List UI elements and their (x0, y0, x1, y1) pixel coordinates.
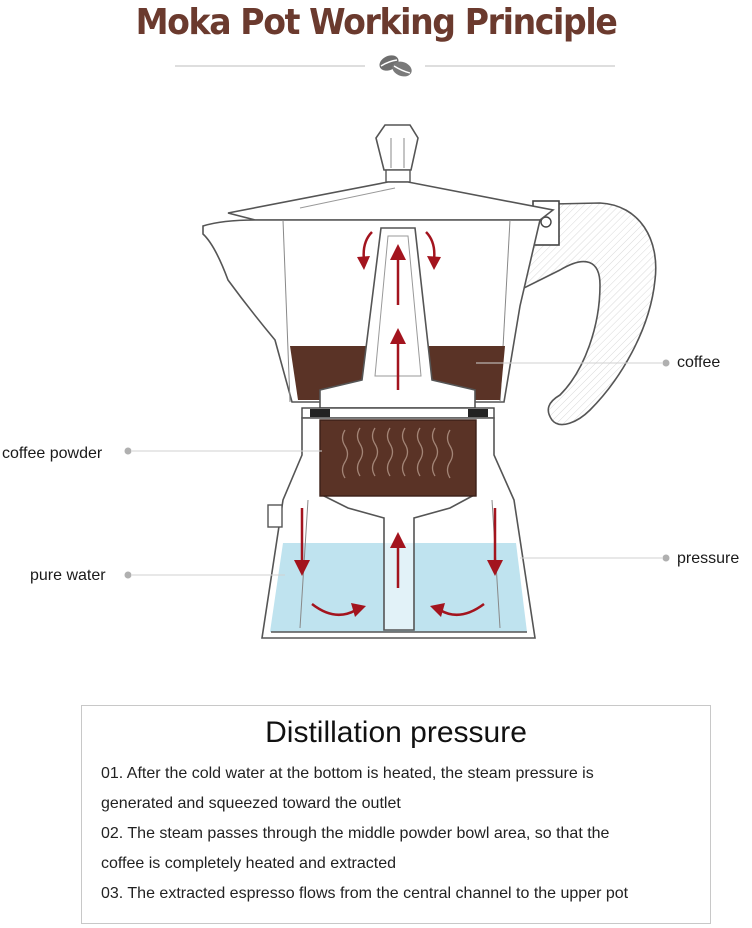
info-line: 02. The steam passes through the middle … (101, 825, 610, 842)
label-pressure: pressure (677, 550, 740, 567)
lid (227, 181, 555, 221)
callout-dot-pressure (662, 554, 670, 562)
safety-valve (267, 504, 283, 528)
info-heading: Distillation pressure (265, 716, 527, 749)
lid-knob (375, 124, 419, 171)
info-box: Distillation pressure 01. After the cold… (81, 705, 711, 924)
gasket (301, 407, 495, 419)
info-line: 01. After the cold water at the bottom i… (101, 765, 594, 782)
label-pure-water: pure water (30, 567, 106, 584)
callout-leaders (132, 362, 662, 576)
callout-dot-coffee-powder (124, 447, 132, 455)
flow-arrows (294, 231, 503, 617)
handle (519, 202, 657, 426)
info-line: coffee is completely heated and extracte… (101, 855, 396, 872)
info-line: generated and squeezed toward the outlet (101, 795, 401, 812)
label-coffee: coffee (677, 354, 721, 371)
info-line: 03. The extracted espresso flows from th… (101, 885, 629, 902)
coffee-powder-basket (319, 419, 477, 497)
coffee-beans-icon (379, 55, 412, 77)
label-coffee-powder: coffee powder (2, 445, 103, 462)
title-divider (175, 55, 615, 77)
moka-pot-diagram (124, 124, 670, 639)
callout-dot-pure-water (124, 571, 132, 579)
steam-waves (341, 427, 454, 479)
page-title: Moka Pot Working Principle (135, 2, 618, 43)
callout-dot-coffee (662, 359, 670, 367)
